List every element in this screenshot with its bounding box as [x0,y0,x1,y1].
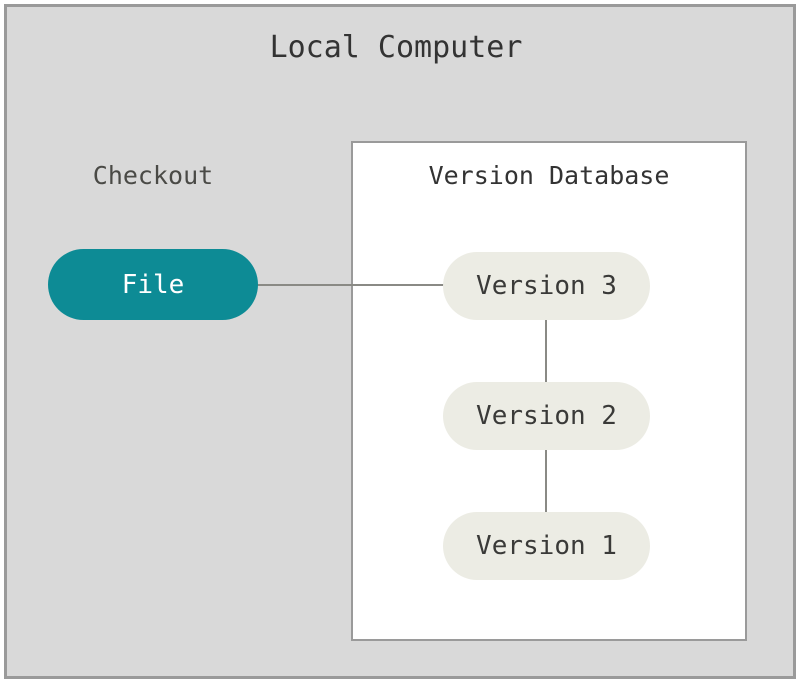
node-version-1-label: Version 1 [476,531,617,561]
version-database-title: Version Database [428,161,670,190]
checkout-label: Checkout [92,161,214,190]
node-file[interactable]: File [48,249,258,320]
node-version-3-label: Version 3 [476,271,617,301]
node-file-label: File [121,269,185,300]
local-computer-title: Local Computer [269,30,523,65]
node-version-2-label: Version 2 [476,401,617,431]
node-version-1[interactable]: Version 1 [443,512,650,580]
node-version-3[interactable]: Version 3 [443,252,650,320]
node-version-2[interactable]: Version 2 [443,382,650,450]
edge-version-2-to-version-1 [545,448,547,514]
edge-file-to-version-3 [256,284,446,286]
edge-version-3-to-version-2 [545,318,547,384]
